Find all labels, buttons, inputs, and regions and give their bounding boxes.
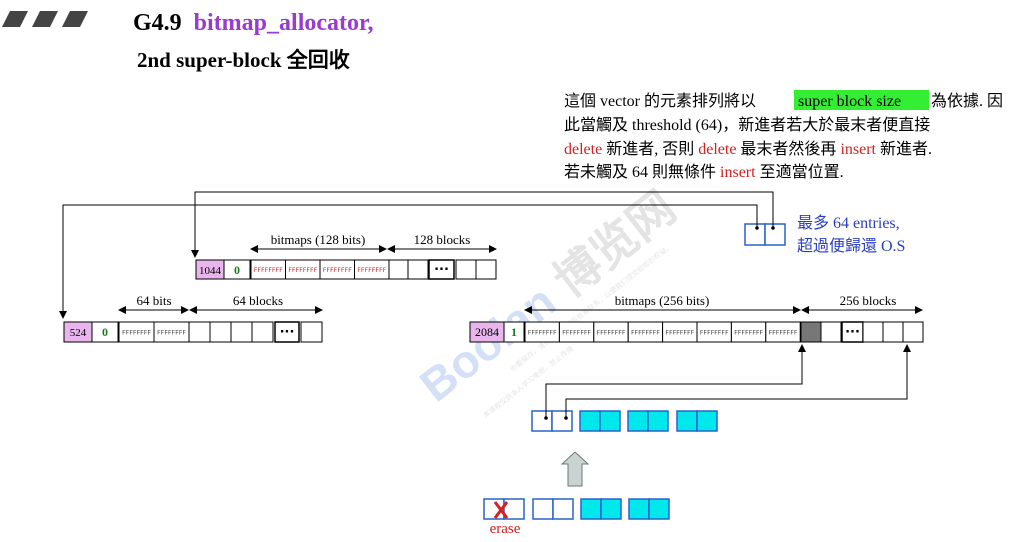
note-paragraph: 這個 vector 的元素排列將以 super block size 為依據. … — [564, 90, 1003, 181]
side-note-line2: 超過便歸還 O.S — [797, 237, 905, 255]
bitmap-word-text: FFFFFFFF — [157, 330, 186, 337]
vector-entry — [551, 410, 573, 432]
pointer-to-2084-header — [545, 344, 806, 418]
memory-block — [230, 321, 253, 343]
blocks-label: 64 blocks — [233, 293, 283, 308]
blocks-label: 128 blocks — [414, 232, 471, 247]
ellipsis-text: ··· — [434, 263, 449, 278]
bitmap-word-text: FFFFFFFF — [631, 330, 660, 337]
ellipsis-text: ··· — [280, 325, 295, 340]
bitmap-word-text: FFFFFFFF — [323, 267, 352, 274]
title-name: bitmap_allocator, — [194, 10, 374, 36]
note-line1-post: 為依據. 因 — [931, 92, 1003, 110]
bitmap-word-text: FFFFFFFF — [562, 330, 591, 337]
pointer-to-1044 — [191, 191, 774, 258]
memory-block — [251, 321, 274, 343]
superblock-use-count: 0 — [102, 325, 108, 339]
memory-block — [882, 321, 904, 343]
watermark: Boolan 博览网 你要保存，请保存与清理所有者联系，以便我们提交给您的权益。… — [410, 180, 685, 420]
memory-block — [902, 321, 924, 343]
blocks-label: 256 blocks — [840, 293, 897, 308]
superblock-use-count: 1 — [511, 325, 517, 339]
memory-block — [455, 259, 477, 280]
bitmap-word-text: FFFFFFFF — [288, 267, 317, 274]
superblock-524: 524 0 FFFFFFFF FFFFFFFF ··· 64 bits 64 bl… — [63, 293, 323, 343]
note-line1-highlight: super block size — [798, 93, 901, 110]
note-line1-pre: 這個 vector 的元素排列將以 — [564, 92, 756, 110]
note-line3-mid2: 最末者然後再 — [740, 140, 840, 158]
memory-block — [820, 321, 842, 343]
bitmap-word — [765, 321, 801, 343]
memory-block — [862, 321, 884, 343]
subtitle: 2nd super-block 全回收 — [137, 48, 350, 72]
memory-block — [407, 259, 429, 280]
ellipsis-block — [274, 321, 300, 343]
note-line3-kw1: delete — [564, 141, 602, 158]
memory-block — [209, 321, 232, 343]
title-bullet-icon — [2, 11, 88, 27]
erase-label: erase — [490, 521, 521, 537]
vector-entry — [744, 223, 766, 246]
free-list-vector — [744, 223, 786, 246]
bitmap-word-text: FFFFFFFF — [528, 330, 557, 337]
bitmaps-label: bitmaps (128 bits) — [271, 232, 366, 247]
ellipsis-text: ··· — [845, 325, 860, 340]
memory-block — [475, 259, 497, 280]
title-line: G4.9 bitmap_allocator, — [133, 10, 373, 36]
bitmap-word-text: FFFFFFFF — [254, 267, 283, 274]
svg-text:若未觸及 64 則無條件 insert: 若未觸及 64 則無條件 insert 至適當位置. — [564, 163, 844, 181]
mempool-vector-after — [531, 410, 718, 432]
bitmap-word-text: FFFFFFFF — [769, 330, 798, 337]
superblock-size: 2084 — [475, 325, 499, 339]
svg-text:delete 新進者, 否則 d: delete 新進者, 否則 delete 最末者然後再 insert 新進者. — [564, 140, 932, 158]
mempool-vector-before — [483, 498, 670, 520]
memory-block — [300, 321, 323, 343]
note-line2: 此當觸及 threshold (64)，新進者若大於最末者便直接 — [564, 116, 930, 134]
note-line3-kw3: insert — [840, 141, 876, 158]
bitmaps-label: bitmaps (256 bits) — [615, 293, 710, 308]
bitmap-word-text: FFFFFFFF — [700, 330, 729, 337]
pointer-to-524 — [59, 204, 758, 319]
vector-entry — [531, 410, 553, 432]
memory-block — [800, 321, 822, 343]
memory-block — [388, 259, 409, 280]
ellipsis-block — [428, 259, 455, 280]
note-line3-post: 新進者. — [880, 140, 932, 158]
bitmap-word-text: FFFFFFFF — [597, 330, 626, 337]
note-line4-post: 至適當位置. — [760, 163, 844, 181]
superblock-size: 524 — [70, 327, 87, 339]
side-note-line1: 最多 64 entries, — [797, 214, 900, 232]
pointer-to-2084-tail — [565, 344, 911, 418]
note-line4-kw: insert — [720, 164, 756, 181]
note-line3-kw2: delete — [698, 141, 736, 158]
bitmaps-label: 64 bits — [136, 293, 171, 308]
transition-up-arrow-icon — [560, 451, 590, 487]
bitmap-word-text: FFFFFFFF — [734, 330, 763, 337]
bitmap-word-text: FFFFFFFF — [357, 267, 386, 274]
superblock-2084: 2084 1 FFFFFFFF FFFFFFFF FFFFFFFF FFFFFFFF F… — [469, 293, 924, 343]
memory-block — [188, 321, 211, 343]
title-prefix: G4.9 — [133, 10, 182, 36]
erase-x-icon — [493, 501, 509, 519]
note-highlight-bg — [794, 90, 929, 110]
note-line3-mid: 新進者, 否則 — [606, 140, 698, 158]
note-line4-pre: 若未觸及 64 則無條件 — [564, 163, 720, 181]
bitmap-word-text: FFFFFFFF — [665, 330, 694, 337]
bitmap-word-text: FFFFFFFF — [122, 330, 151, 337]
vector-entry — [764, 223, 786, 246]
superblock-use-count: 0 — [234, 263, 240, 277]
superblock-size: 1044 — [199, 265, 222, 277]
svg-text:這個 vector 的元素排列將以 super: 這個 vector 的元素排列將以 super block size 為依據. … — [564, 92, 1003, 110]
